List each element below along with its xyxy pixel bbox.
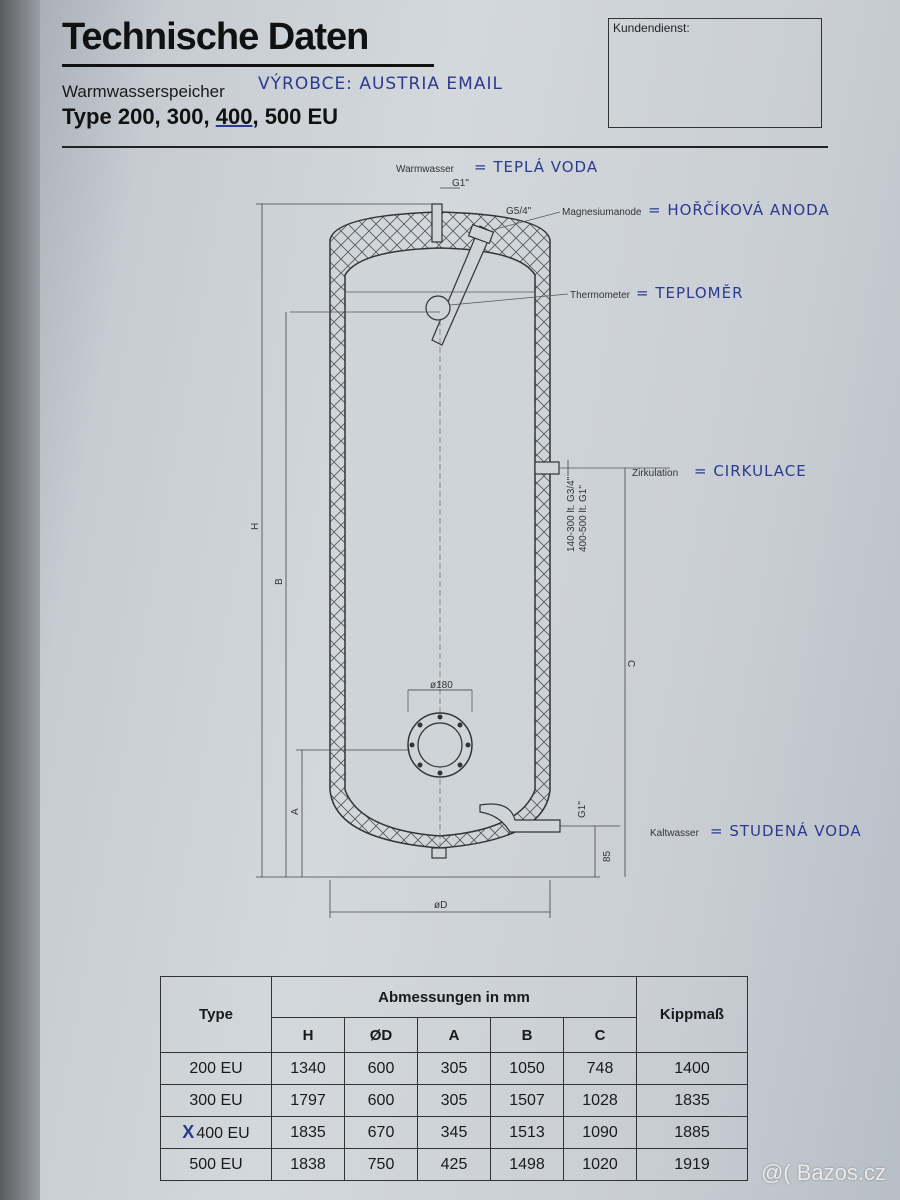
dimension-C-label: C <box>625 660 636 667</box>
cell-type: 200 EU <box>160 1052 272 1085</box>
dimension-B-label: B <box>274 578 285 585</box>
cold-water-inlet-pipe <box>479 803 561 833</box>
dimension-H-label: H <box>250 523 261 530</box>
hot-water-outlet-pipe <box>431 203 443 243</box>
kalt-height-label: 85 <box>602 850 613 862</box>
flange-diameter-label: ø180 <box>430 680 453 691</box>
cell-kipp: 1885 <box>636 1116 748 1149</box>
dimension-D-label: øD <box>434 900 447 911</box>
thermometer-well <box>425 295 451 321</box>
cell-type-text: 400 EU <box>196 1125 250 1142</box>
title-underline <box>62 64 434 67</box>
col-B-header: B <box>490 1017 564 1053</box>
product-subtitle: Warmwasserspeicher <box>62 82 225 101</box>
cell-H: 1340 <box>271 1052 345 1085</box>
cell-A: 345 <box>417 1116 491 1149</box>
zirkulation-label: Zirkulation <box>632 468 678 479</box>
cell-D: 670 <box>344 1116 418 1149</box>
selected-mark: X <box>182 1122 195 1142</box>
type-200: 200, <box>117 104 161 129</box>
warm-thread-label: G1" <box>452 178 469 189</box>
datasheet-page: Technische Daten Warmwasserspeicher VÝRO… <box>40 0 900 1200</box>
cell-A: 425 <box>417 1148 491 1181</box>
cell-kipp: 1835 <box>636 1084 748 1117</box>
table-row: 200 EU 1340 600 305 1050 748 1400 <box>160 1052 748 1085</box>
col-type-header: Type <box>160 976 272 1053</box>
cell-H: 1797 <box>271 1084 345 1117</box>
cell-C: 1090 <box>563 1116 637 1149</box>
cell-kipp: 1400 <box>636 1052 748 1085</box>
dimensions-table: Type Abmessungen in mm Kippmaß H ØD A B … <box>160 976 748 1181</box>
cell-type: 300 EU <box>160 1084 272 1117</box>
type-300: 300, <box>166 104 210 129</box>
cell-type: 500 EU <box>160 1148 272 1181</box>
type-prefix: Type <box>62 104 112 129</box>
cell-kipp: 1919 <box>636 1148 748 1181</box>
zirkulation-handwritten: = CIRKULACE <box>694 462 807 480</box>
cell-C: 1020 <box>563 1148 637 1181</box>
col-kipp-header: Kippmaß <box>636 976 748 1053</box>
tank-technical-drawing: Warmwasser = TEPLÁ VODA G1" Magnesiumano… <box>250 157 862 918</box>
type-500: , 500 EU <box>252 104 339 129</box>
zirkulation-note-2: 400-500 lt. G1" <box>578 485 589 552</box>
table-header-row-1: Type Abmessungen in mm Kippmaß <box>160 976 748 1053</box>
col-C-header: C <box>563 1017 637 1053</box>
cell-C: 1028 <box>563 1084 637 1117</box>
kalt-thread-label: G1" <box>577 801 588 818</box>
cell-A: 305 <box>417 1084 491 1117</box>
magnesium-anode-label: Magnesiumanode <box>562 207 642 218</box>
magnesium-anode-handwritten: = HOŘČÍKOVÁ ANODA <box>648 200 830 219</box>
thermometer-handwritten: = TEPLOMĚR <box>636 283 744 302</box>
inspection-flange-inner <box>417 722 463 768</box>
table-row: 300 EU 1797 600 305 1507 1028 1835 <box>160 1084 748 1117</box>
anode-fitting <box>467 223 495 245</box>
zirkulation-note-1: 140-300 lt. G3/4" <box>566 476 577 552</box>
dimensions-group-header: Abmessungen in mm <box>271 976 637 1018</box>
col-H-header: H <box>271 1017 345 1053</box>
cell-D: 750 <box>344 1148 418 1181</box>
customer-service-box: Kundendienst: <box>608 18 822 128</box>
header-rule <box>62 146 828 148</box>
cell-B: 1513 <box>490 1116 564 1149</box>
anode-thread-label: G5/4" <box>506 206 532 217</box>
manufacturer-handwritten-note: VÝROBCE: AUSTRIA EMAIL <box>258 74 503 94</box>
col-D-header: ØD <box>344 1017 418 1053</box>
cell-B: 1498 <box>490 1148 564 1181</box>
cell-B: 1050 <box>490 1052 564 1085</box>
warmwasser-label: Warmwasser <box>396 164 455 175</box>
customer-service-label: Kundendienst: <box>613 21 690 35</box>
cell-H: 1838 <box>271 1148 345 1181</box>
bazos-watermark: @( Bazos.cz <box>760 1160 886 1185</box>
table-row: 500 EU 1838 750 425 1498 1020 1919 <box>160 1148 748 1181</box>
kaltwasser-handwritten: = STUDENÁ VODA <box>710 821 862 840</box>
cell-H: 1835 <box>271 1116 345 1149</box>
warmwasser-handwritten: = TEPLÁ VODA <box>474 157 598 176</box>
dimension-lines <box>256 187 626 918</box>
kaltwasser-label: Kaltwasser <box>650 828 700 839</box>
type-list: Type 200, 300, 400, 500 EU <box>62 104 338 130</box>
cell-D: 600 <box>344 1052 418 1085</box>
page-title: Technische Daten <box>62 16 369 58</box>
cell-D: 600 <box>344 1084 418 1117</box>
cell-C: 748 <box>563 1052 637 1085</box>
thermometer-label: Thermometer <box>570 290 631 301</box>
cell-A: 305 <box>417 1052 491 1085</box>
circulation-connection <box>534 461 560 475</box>
flange-bolts <box>409 714 471 776</box>
cell-B: 1507 <box>490 1084 564 1117</box>
col-A-header: A <box>417 1017 491 1053</box>
bottom-drain <box>431 847 447 859</box>
type-400-underlined: 400 <box>215 104 253 129</box>
dimension-A-label: A <box>290 808 301 815</box>
